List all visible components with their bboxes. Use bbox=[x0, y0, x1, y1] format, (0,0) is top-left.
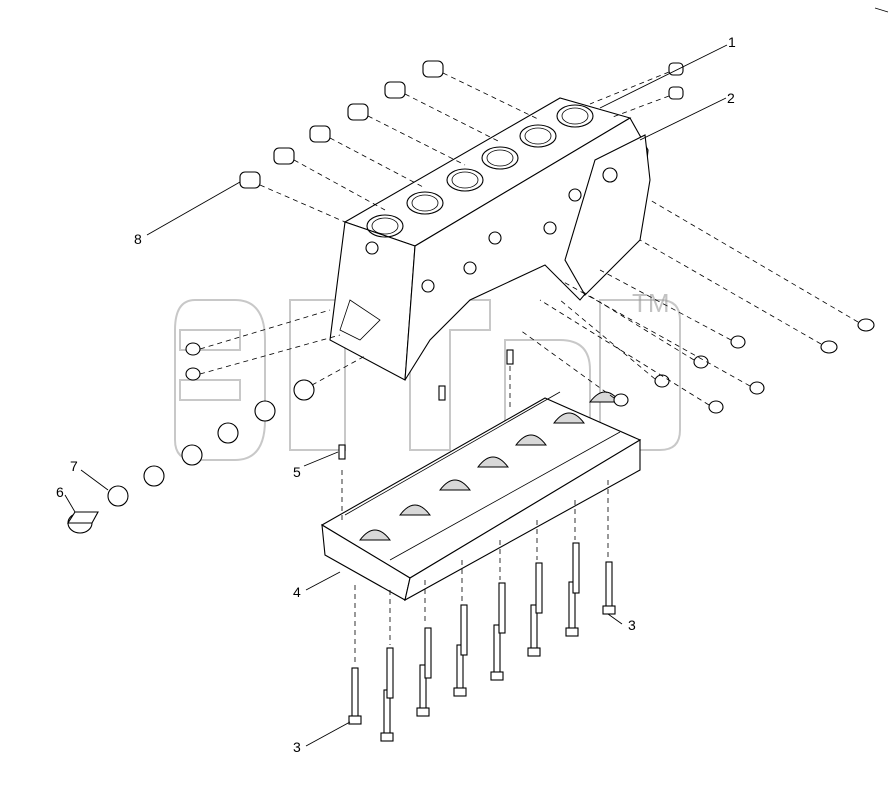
bolt bbox=[498, 582, 506, 634]
bolt bbox=[490, 624, 504, 681]
corner-mark bbox=[874, 7, 889, 13]
bolt bbox=[348, 667, 362, 725]
bolt bbox=[453, 644, 467, 697]
callout-8: 8 bbox=[134, 231, 142, 247]
bedplate bbox=[320, 391, 642, 602]
bolt bbox=[460, 604, 468, 656]
trademark-mark: TM bbox=[632, 288, 670, 318]
bolt bbox=[602, 561, 616, 615]
side-plugs-left bbox=[185, 309, 341, 381]
callout-4: 4 bbox=[293, 584, 301, 600]
callout-5: 5 bbox=[293, 464, 301, 480]
bolt bbox=[424, 627, 432, 679]
dowel-pins bbox=[338, 349, 514, 520]
cup-plugs-top bbox=[239, 60, 684, 223]
callout-1: 1 bbox=[728, 34, 736, 50]
bolt bbox=[572, 542, 580, 594]
bolt bbox=[527, 604, 541, 657]
side-plugs-right bbox=[519, 199, 875, 414]
callout-3-left: 3 bbox=[293, 739, 301, 755]
bolt bbox=[416, 664, 430, 717]
bolt bbox=[386, 647, 394, 699]
bolt bbox=[565, 581, 579, 637]
cylinder-block bbox=[329, 97, 651, 381]
camshaft-bushings bbox=[66, 355, 366, 534]
callout-2: 2 bbox=[727, 90, 735, 106]
callout-6: 6 bbox=[56, 484, 64, 500]
bolt bbox=[535, 562, 543, 614]
callout-3-right: 3 bbox=[628, 617, 636, 633]
callout-7: 7 bbox=[70, 458, 78, 474]
callouts: 1 2 3 3 4 5 6 7 8 bbox=[56, 34, 736, 755]
main-bearing-bolts bbox=[348, 480, 616, 742]
